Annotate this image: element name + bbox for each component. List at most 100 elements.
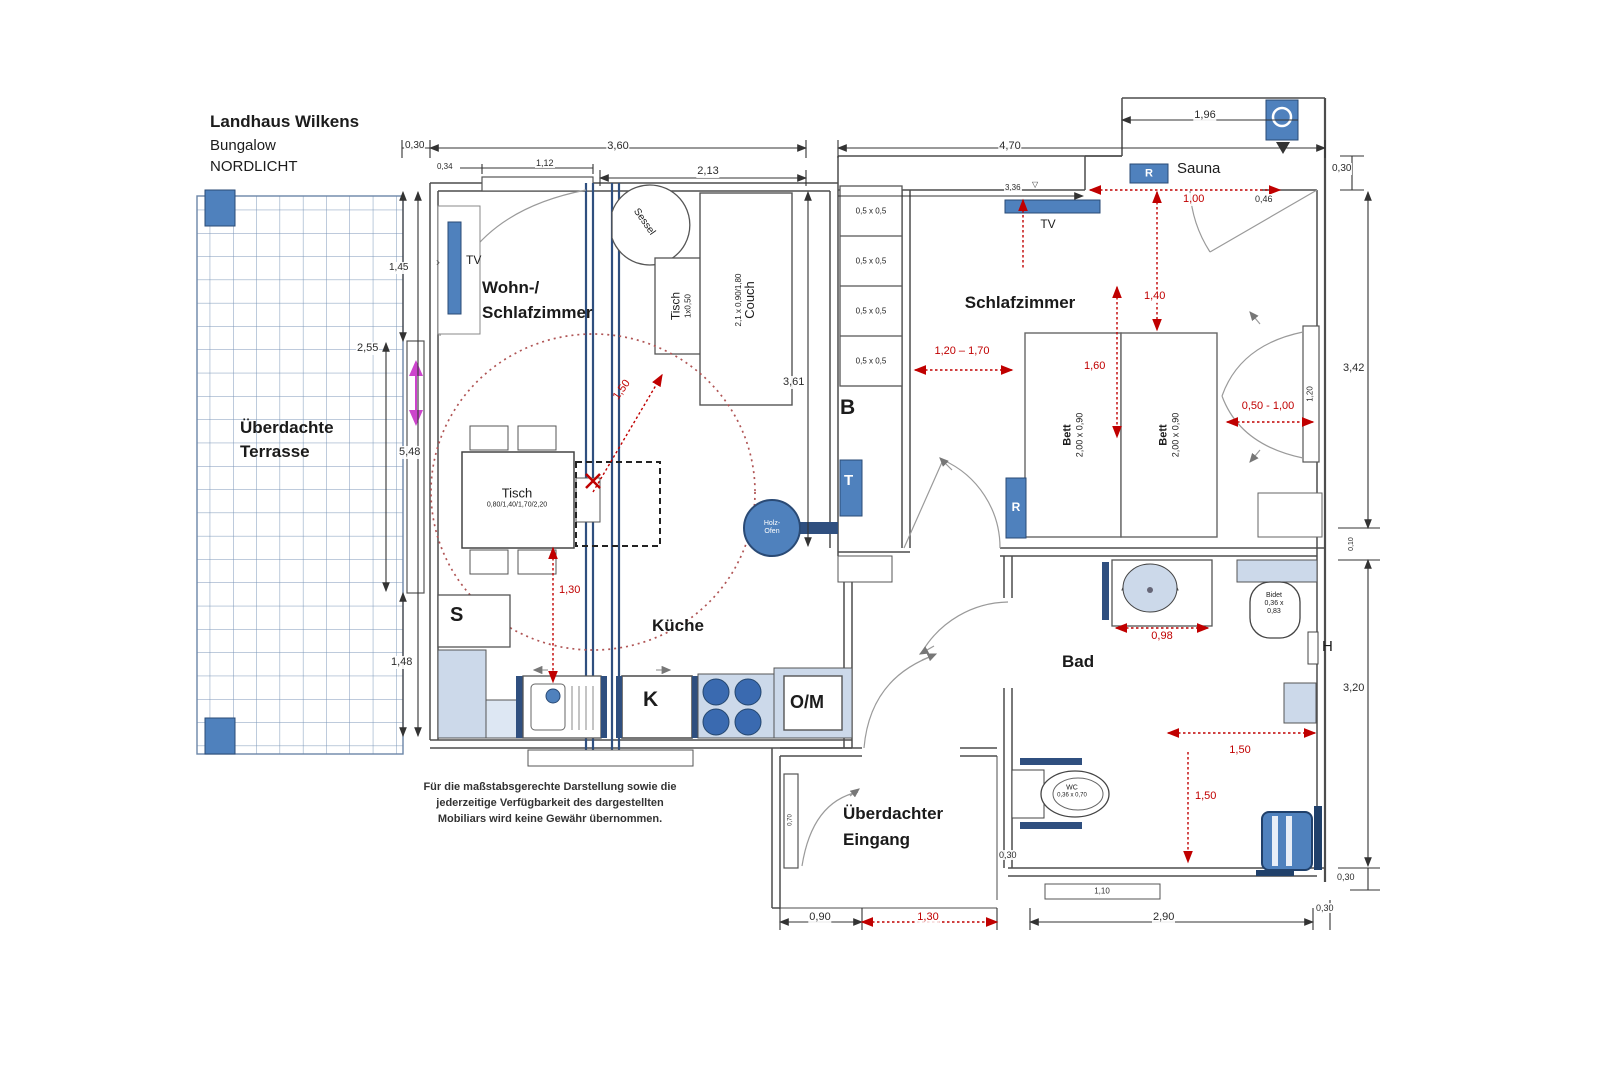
shelf-cell-label: 0,5 x 0,5: [855, 306, 887, 316]
radiator-marker-r: [1005, 477, 1027, 539]
bidet-icon: [1249, 581, 1301, 639]
room-label-terrasse: Terrasse: [240, 442, 310, 461]
faucet-icon: [545, 688, 561, 704]
chair: [469, 549, 509, 575]
red-dim-label: 1,30: [916, 911, 940, 924]
armchair-icon: [611, 184, 691, 266]
tv-icon: [1004, 199, 1101, 214]
kitchen-units: [437, 649, 853, 767]
oven-microwave-label: O/M: [790, 692, 824, 712]
towel-rail-label-h: H: [1322, 638, 1333, 655]
room-label-wohnzimmer: Wohn-/: [482, 278, 540, 297]
wc-cistern: [1011, 769, 1045, 819]
dining-table: [461, 451, 575, 549]
dim-label: 0,10: [1347, 536, 1357, 552]
chair: [517, 425, 557, 451]
dim-label: 5,48: [398, 446, 422, 459]
dim-label: 3,60: [606, 140, 630, 153]
dim-label: 2,90: [1152, 911, 1176, 924]
tv-bracket-icon: ›: [436, 255, 440, 269]
red-dim-label: 0,50 - 1,00: [1240, 400, 1296, 413]
shelf-label-b: B: [840, 396, 856, 419]
tv-icon: [447, 221, 462, 315]
dim-label: 0,34: [436, 162, 454, 172]
room-label-eingang: Überdachter: [843, 804, 944, 823]
dim-label: 4,70: [998, 140, 1022, 153]
room-label-sauna: Sauna: [1177, 160, 1221, 177]
room-label-bad: Bad: [1062, 652, 1095, 671]
entry-door-arc: [801, 791, 859, 867]
pin-icon: [585, 473, 601, 489]
dim-label: 0,46: [1254, 194, 1274, 205]
wood-stove-icon: [743, 499, 801, 557]
shower-strip: [1044, 883, 1161, 900]
red-dim-label: 1,40: [1143, 290, 1167, 303]
burner-icon: [702, 708, 730, 736]
red-dim-label: 1,50: [1228, 744, 1252, 757]
dim-label: 0,30: [1315, 903, 1335, 914]
bath-door-arc: [921, 601, 1009, 653]
dim-label: 1,48: [390, 656, 414, 669]
room-label-terrasse: Überdachte: [240, 418, 334, 437]
window-entry-sidelight-icon: [783, 773, 799, 869]
dim-label: 0,90: [808, 911, 832, 924]
level-marker-icon: ▽: [1032, 180, 1039, 189]
dim-label: 0,30: [998, 850, 1018, 861]
terrace-post-icon: [204, 189, 236, 227]
page-subtitle: Bungalow: [210, 137, 276, 154]
disclaimer-note: Für die maßstabsgerechte Darstellung sow…: [423, 781, 677, 825]
door-marker-t: [839, 459, 863, 517]
threshold-step: [527, 749, 694, 767]
dim-label: 1,45: [388, 262, 410, 274]
drainer-lines: [571, 686, 594, 730]
dim-label: 2,55: [356, 342, 380, 355]
room-label-kueche: Küche: [652, 616, 704, 635]
terrace-post-icon: [204, 717, 236, 755]
dim-label: 3,61: [782, 376, 806, 389]
shelf-cell-label: 0,5 x 0,5: [855, 256, 887, 266]
bed-2: [1120, 332, 1218, 538]
dim-label: 0,30: [404, 140, 426, 152]
shelf-cell-label: 0,5 x 0,5: [855, 206, 887, 216]
dim-label: 0,70: [787, 814, 794, 826]
side-table: [654, 257, 708, 355]
window-north-icon: [481, 176, 594, 192]
burner-icon: [702, 678, 730, 706]
burner-icon: [734, 678, 762, 706]
room-label-schlafzimmer: Schlafzimmer: [964, 293, 1076, 312]
dim-label: 1,10: [1094, 886, 1110, 896]
dim-label: 1,96: [1193, 109, 1217, 122]
couch: [699, 192, 793, 406]
bedroom-door-arc: [903, 459, 1001, 549]
closet-label-s: S: [450, 604, 464, 626]
bath-cabinet: [1283, 682, 1317, 724]
radiator-marker-r: [1129, 163, 1169, 184]
radiator-label-r: R: [1011, 500, 1021, 515]
fridge-label-k: K: [643, 688, 659, 711]
closet-s: [437, 594, 511, 648]
wood-stove-label: Holz-Ofen: [763, 519, 781, 535]
tv-label: TV: [466, 253, 482, 267]
burner-icon: [734, 708, 762, 736]
red-dim-label: 0,98: [1150, 630, 1174, 643]
room-label-eingang: Eingang: [843, 830, 911, 849]
red-dimension-lines: [548, 185, 1317, 927]
dim-label: 0,30: [1331, 163, 1353, 175]
red-dim-label: 1,00: [1182, 193, 1206, 206]
dim-label: 3,42: [1342, 362, 1366, 375]
bedroom-furniture: [1004, 99, 1323, 539]
dim-label: 3,36: [1004, 183, 1022, 193]
dim-label: 0,30: [1336, 872, 1356, 883]
red-dim-label: 1,30: [558, 584, 582, 597]
counter: [437, 649, 487, 739]
dim-label: 3,20: [1342, 682, 1366, 695]
page-model: NORDLICHT: [210, 158, 298, 175]
